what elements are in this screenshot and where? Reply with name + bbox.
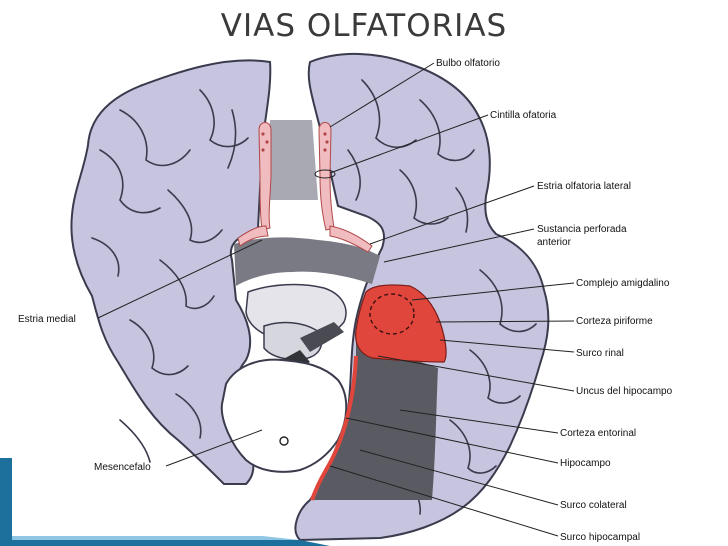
label-corteza-entorinal: Corteza entorinal (560, 428, 636, 439)
left-hemisphere (70, 59, 272, 485)
label-surco-hipocampal: Surco hipocampal (560, 532, 640, 543)
interhemispheric-fissure (266, 120, 318, 200)
olfactory-tracts (237, 122, 373, 253)
mammillary-region (263, 321, 323, 361)
label-estria-medial: Estria medial (18, 314, 76, 325)
hippocampal-strip (314, 340, 438, 500)
label-surco-colateral: Surco colateral (560, 500, 627, 511)
piriform-cortex (355, 284, 447, 363)
label-surco-rinal: Surco rinal (576, 348, 624, 359)
label-cintilla-olfatoria: Cintilla ofatoria (490, 110, 557, 121)
optic-region (234, 237, 380, 286)
cortical-folds (91, 79, 537, 515)
slide-accent-shape (0, 458, 12, 546)
midbrain-section (220, 358, 348, 473)
rhinal-red-line (310, 355, 358, 501)
slide-accent-bar (0, 540, 330, 546)
label-mesencefalo: Mesencefalo (94, 462, 151, 473)
labels: Bulbo olfatorio Cintilla ofatoria Estria… (18, 58, 673, 543)
label-complejo-amigdalino: Complejo amigdalino (576, 278, 670, 289)
cerebral-aqueduct (279, 436, 289, 446)
amygdaloid-complex (369, 293, 415, 335)
label-uncus-hipocampo: Uncus del hipocampo (576, 386, 673, 397)
label-hipocampo: Hipocampo (560, 458, 611, 469)
label-estria-olfatoria-lateral: Estria olfatoria lateral (537, 181, 631, 192)
optic-tract (300, 322, 344, 352)
slide-accent-highlight (12, 536, 300, 540)
label-sustancia-perforada-1: Sustancia perforada (537, 224, 627, 235)
slide-title: VIAS OLFATORIAS (220, 8, 508, 44)
label-corteza-piriforme: Corteza piriforme (576, 316, 653, 327)
label-bulbo-olfatorio: Bulbo olfatorio (436, 58, 500, 69)
label-sustancia-perforada-2: anterior (537, 237, 572, 248)
leader-lines (97, 62, 575, 537)
